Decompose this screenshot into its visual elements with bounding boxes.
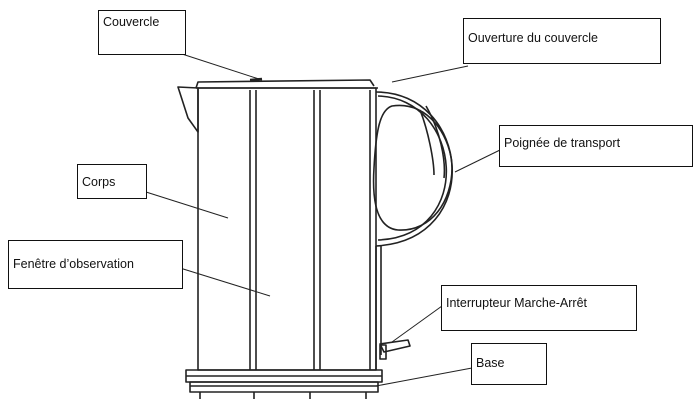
kettle-body [197,87,377,371]
kettle-base-bottom [189,381,379,393]
kettle-handle-outer-2 [377,95,448,241]
kettle-spout [177,86,199,133]
kettle-handle-inner [419,109,435,176]
label-ouverture-du-couvercle: Ouverture du couvercle [463,18,661,64]
label-base: Base [471,343,547,385]
label-fenetre-d-observation: Fenêtre d’observation [8,240,183,289]
leader-line-ouverture [391,65,469,83]
label-interrupteur-marche-arret: Interrupteur Marche-Arrêt [441,285,637,331]
kettle-handle-grip [372,104,453,231]
leader-line-fenetre [179,267,271,297]
label-couvercle: Couvercle [98,10,186,55]
leader-line-corps [145,191,229,219]
kettle-switch [379,339,411,353]
kettle-switch-stem [379,344,387,360]
kettle-lid [195,79,375,89]
kettle-drawing [177,77,454,399]
kettle-handle-inner-2 [425,105,446,179]
leader-line-poignee [454,149,501,173]
leader-lines [145,53,501,387]
label-corps: Corps [77,164,147,199]
leader-line-base [375,367,473,387]
kettle-handle-outer [375,91,454,247]
leader-line-couvercle [181,53,263,81]
label-poignee-de-transport: Poignée de transport [499,125,693,167]
leader-line-interrupteur [391,305,443,343]
